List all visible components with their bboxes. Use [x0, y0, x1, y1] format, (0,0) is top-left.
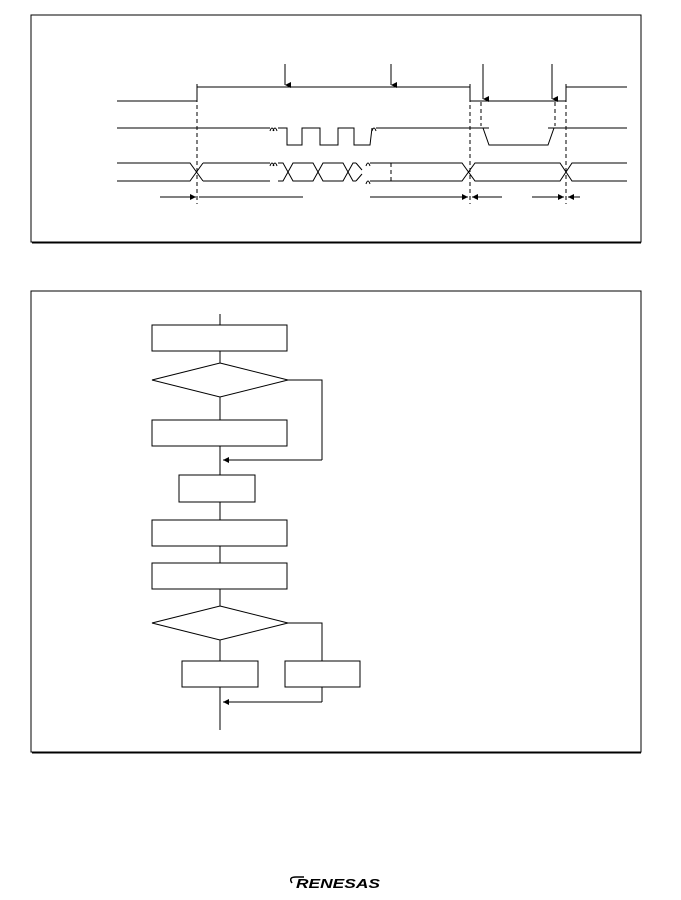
flow-process-box-3: [178, 474, 256, 503]
renesas-logo: RENESAS: [289, 876, 380, 891]
timing-signal-2: [117, 127, 627, 146]
flowchart-panel: [30, 290, 642, 754]
timing-signal-3: [117, 162, 627, 185]
timing-signal-1: [117, 86, 627, 102]
flow-process-box-2: [151, 419, 288, 447]
flow-process-box-6: [181, 660, 259, 688]
flow-decision-1: [151, 362, 289, 398]
timing-arrows: [284, 64, 558, 102]
flow-process-box-7: [284, 660, 361, 688]
flow-process-box-1: [151, 324, 288, 352]
flow-process-box-5: [151, 562, 288, 590]
flow-decision-1-branch: [288, 379, 323, 460]
timing-diagram-panel: [30, 14, 642, 244]
renesas-logo-text: RENESAS: [296, 876, 380, 891]
flow-decision-2: [151, 605, 289, 641]
timing-dashed-markers: [196, 84, 567, 204]
flow-process-box-4: [151, 519, 288, 547]
